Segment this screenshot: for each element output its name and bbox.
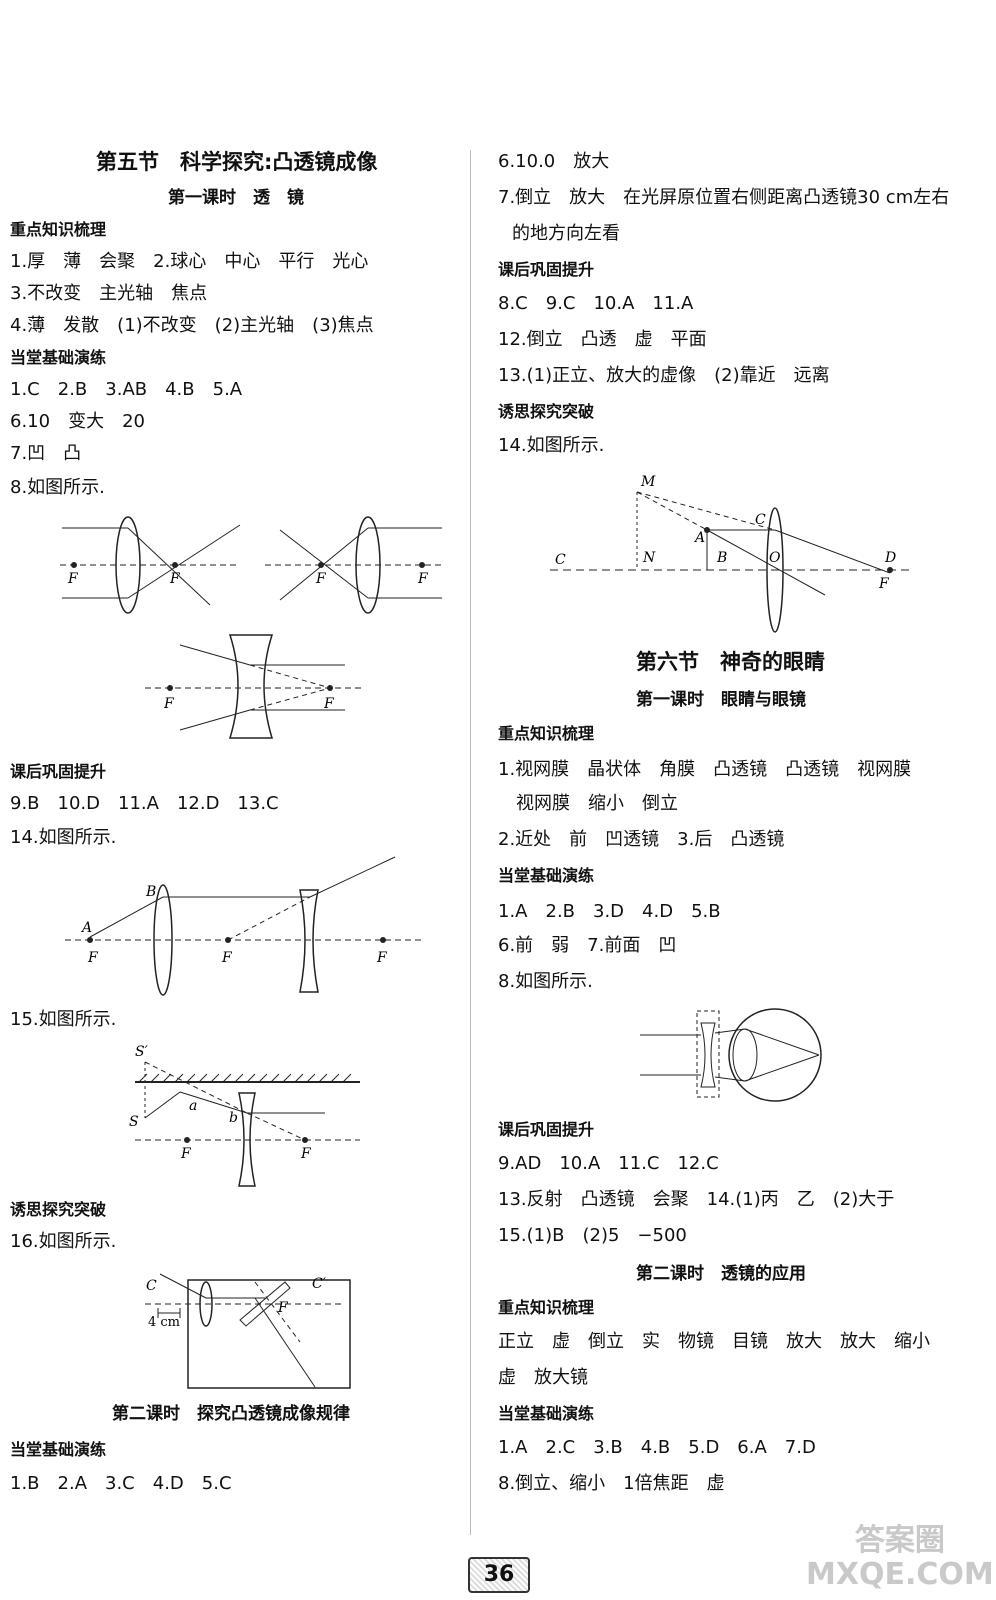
box-lens-figure: C C′ F 4 cm [145,1273,351,1389]
answer-line: 14.如图所示. [498,435,605,456]
answer-line: 8.倒立、缩小 1倍焦距 虚 [498,1473,725,1494]
eye-correction-figure [640,1008,822,1102]
answer-line: 7.倒立 放大 在光屏原位置右侧距离凸透镜30 cm左右 [498,187,950,208]
focus-label: F [277,1300,289,1316]
answer-line: 视网膜 缩小 倒立 [516,793,678,814]
scale-label: 4 cm [148,1315,180,1330]
answer-line: 12.倒立 凸透 虚 平面 [498,329,707,350]
point-label: B [716,550,727,566]
point-label: B [145,884,156,900]
column-divider [470,150,471,1535]
category-heading: 诱思探究突破 [498,402,595,421]
answer-line: 1.A 2.C 3.B 4.B 5.D 6.A 7.D [498,1437,816,1458]
point-label: b [229,1110,238,1126]
focus-label: F [169,571,181,587]
answer-line: 6.10 变大 20 [10,411,145,432]
answer-line: 1.C 2.B 3.AB 4.B 5.A [10,379,243,400]
answer-line: 6.10.0 放大 [498,151,610,172]
answer-line: 6.前 弱 7.前面 凹 [498,935,677,956]
focus-label: F [300,1146,312,1162]
point-label: C [146,1278,157,1294]
answer-line: 9.B 10.D 11.A 12.D 13.C [10,793,279,814]
answer-line: 8.如图所示. [498,971,593,992]
answer-line: 1.视网膜 晶状体 角膜 凸透镜 凸透镜 视网膜 [498,759,912,780]
concave-lens-figure: F F [145,634,365,739]
answer-line: 9.AD 10.A 11.C 12.C [498,1153,719,1174]
focus-label: F [87,950,99,966]
lesson-title-2: 第二课时 透镜的应用 [636,1264,806,1284]
category-heading: 重点知识梳理 [498,1298,595,1317]
answer-line: 1.厚 薄 会聚 2.球心 中心 平行 光心 [10,251,369,272]
answer-line: 4.薄 发散 (1)不改变 (2)主光轴 (3)焦点 [10,315,374,336]
point-label: O [769,550,781,566]
answer-line: 13.反射 凸透镜 会聚 14.(1)丙 乙 (2)大于 [498,1189,895,1210]
answer-line: 1.A 2.B 3.D 4.D 5.B [498,901,721,922]
point-label: A [693,530,705,546]
point-label: C′ [312,1276,327,1292]
convex-lens-figure: F F F F [60,516,445,614]
answer-line: 正立 虚 倒立 实 物镜 目镜 放大 放大 缩小 [498,1331,930,1352]
category-heading: 当堂基础演练 [10,348,107,367]
answer-line: 16.如图所示. [10,1231,117,1252]
point-label: C [555,552,566,568]
section-title-6: 第六节 神奇的眼睛 [636,650,825,674]
focus-label: F [163,696,175,712]
answer-line: 7.凹 凸 [10,443,82,464]
mirror-lens-figure: S′ S a b F F [129,1044,360,1187]
answer-line: 15.(1)B (2)5 −500 [498,1225,687,1246]
point-label: M [640,474,656,490]
focus-label: F [376,950,388,966]
category-heading: 当堂基础演练 [498,1404,595,1423]
category-heading: 课后巩固提升 [10,762,107,781]
focus-label: F [878,576,890,592]
point-label: S [129,1114,139,1130]
answer-line: 的地方向左看 [512,223,620,244]
focus-label: F [221,950,233,966]
focus-label: F [417,571,429,587]
focus-label: F [315,571,327,587]
section-title-5: 第五节 科学探究:凸透镜成像 [96,150,378,174]
lesson-title-1: 第一课时 眼睛与眼镜 [636,690,806,710]
magnifier-figure: M N A B C O D C F [550,474,910,633]
point-label: A [80,920,92,936]
answer-line: 15.如图所示. [10,1009,117,1030]
category-heading: 重点知识梳理 [498,724,595,743]
answer-line: 虚 放大镜 [498,1367,588,1388]
answer-line: 3.不改变 主光轴 焦点 [10,283,208,304]
answer-line: 8.C 9.C 10.A 11.A [498,293,694,314]
category-heading: 课后巩固提升 [498,260,595,279]
answer-line: 13.(1)正立、放大的虚像 (2)靠近 远离 [498,365,830,386]
lens-combination-figure: A B F F F [65,856,425,996]
category-heading: 当堂基础演练 [10,1440,107,1459]
category-heading: 课后巩固提升 [498,1120,595,1139]
category-heading: 重点知识梳理 [10,220,107,239]
category-heading: 当堂基础演练 [498,866,595,885]
point-label: a [189,1098,197,1114]
answer-line: 1.B 2.A 3.C 4.D 5.C [10,1473,232,1494]
category-heading: 诱思探究突破 [10,1200,107,1219]
answer-line: 2.近处 前 凹透镜 3.后 凸透镜 [498,829,785,850]
answer-line: 8.如图所示. [10,477,105,498]
focus-label: F [323,696,335,712]
focus-label: F [67,571,79,587]
lesson-title-2: 第二课时 探究凸透镜成像规律 [112,1404,350,1424]
point-label: C [755,512,766,528]
point-label: N [642,550,656,566]
lesson-title-1: 第一课时 透 镜 [168,188,304,208]
answer-line: 14.如图所示. [10,827,117,848]
point-label: S′ [135,1044,149,1060]
page-number: 36 [468,1557,530,1593]
point-label: D [884,550,896,566]
focus-label: F [180,1146,192,1162]
